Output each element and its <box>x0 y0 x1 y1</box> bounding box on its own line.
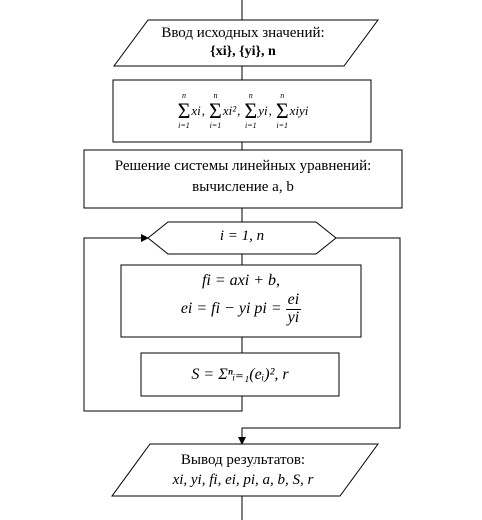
input-line-1: Ввод исходных значений: <box>161 25 325 41</box>
calc-line-1: fi = axi + b, <box>201 272 281 289</box>
sum-lower-limit: i=1 <box>276 121 289 130</box>
sigma-glyph: Σ <box>209 98 222 123</box>
loop-back-line <box>83 234 243 412</box>
output-line-1: Вывод результатов: <box>180 452 306 468</box>
input-parallelogram <box>113 19 379 67</box>
solve-line-1: Решение системы линейных уравнений: <box>114 158 372 174</box>
calc-rect <box>120 264 362 338</box>
sum-term: xi <box>191 103 201 118</box>
sigma-glyph: Σ <box>177 98 191 123</box>
s-formula: S = Σⁿᵢ₌₁(eᵢ)², r <box>191 366 289 383</box>
sum-upper-limit: n <box>181 91 186 100</box>
sum-term: xiyi <box>289 103 309 118</box>
sum-lower-limit: i=1 <box>244 121 257 130</box>
sigma-glyph: Σ <box>275 98 289 123</box>
calc-line-2a: ei = fi − yi pi = <box>180 300 282 318</box>
loop-exit-line <box>238 237 401 445</box>
calc-line-2: ei = fi − yi pi = ei yi <box>123 291 359 327</box>
p-fraction: ei yi <box>285 291 302 327</box>
sum-upper-limit: n <box>248 91 253 100</box>
p-fraction-den: yi <box>287 308 300 326</box>
sum-upper-limit: n <box>213 91 218 100</box>
s-rect <box>140 352 340 397</box>
sum-separator: , <box>268 103 272 118</box>
sigma-glyph: Σ <box>244 98 258 123</box>
sum-separator: , <box>237 103 241 118</box>
sums-rect <box>112 79 372 143</box>
sum-lower-limit: i=1 <box>209 121 222 130</box>
output-parallelogram <box>111 443 379 497</box>
sum-term: xi² <box>222 103 237 118</box>
sum-lower-limit: i=1 <box>178 121 190 130</box>
sum-separator: , <box>201 103 206 118</box>
solve-line-2: вычисление a, b <box>192 179 294 195</box>
input-line-2: {xi}, {yi}, n <box>210 44 276 59</box>
loop-label: i = 1, n <box>219 228 265 244</box>
sum-upper-limit: n <box>280 91 285 100</box>
output-line-2: xi, yi, fi, ei, pi, a, b, S, r <box>172 472 314 488</box>
solve-rect <box>83 149 403 209</box>
p-fraction-num: ei <box>285 291 302 310</box>
sum-term: yi <box>258 103 268 118</box>
